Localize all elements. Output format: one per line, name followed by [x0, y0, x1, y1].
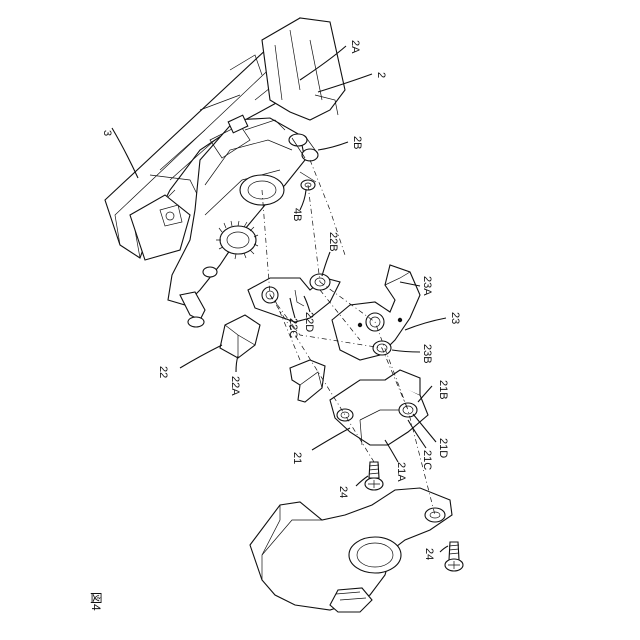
- label-22C: 22C: [287, 318, 299, 338]
- label-22D: 22D: [303, 312, 315, 332]
- plate-part-23: [332, 265, 420, 360]
- clip-bracket: [290, 360, 325, 402]
- holder-part-21: [330, 370, 428, 445]
- label-2A: 2A: [349, 40, 361, 54]
- label-21A: 21A: [395, 462, 407, 482]
- label-3: 3: [101, 130, 113, 136]
- label-2B: 2B: [351, 136, 363, 149]
- label-24-lower: 24: [423, 548, 435, 560]
- bracket-part-22: [220, 274, 340, 358]
- label-22B: 22B: [327, 232, 339, 252]
- label-21: 21: [291, 452, 303, 464]
- label-21C: 21C: [421, 450, 433, 470]
- label-23B: 23B: [421, 344, 433, 364]
- label-21B: 21B: [437, 380, 449, 400]
- cover: [250, 488, 452, 612]
- label-22A: 22A: [229, 376, 241, 396]
- label-21D: 21D: [437, 438, 449, 458]
- housing-part-2: [262, 18, 345, 120]
- label-22: 22: [157, 366, 169, 378]
- label-2: 2: [375, 72, 387, 78]
- figure-caption: 図4: [89, 592, 103, 611]
- label-23: 23: [449, 312, 461, 324]
- label-24-upper: 24: [337, 486, 349, 498]
- label-23A: 23A: [421, 276, 433, 296]
- label-4B: 4B: [291, 208, 303, 221]
